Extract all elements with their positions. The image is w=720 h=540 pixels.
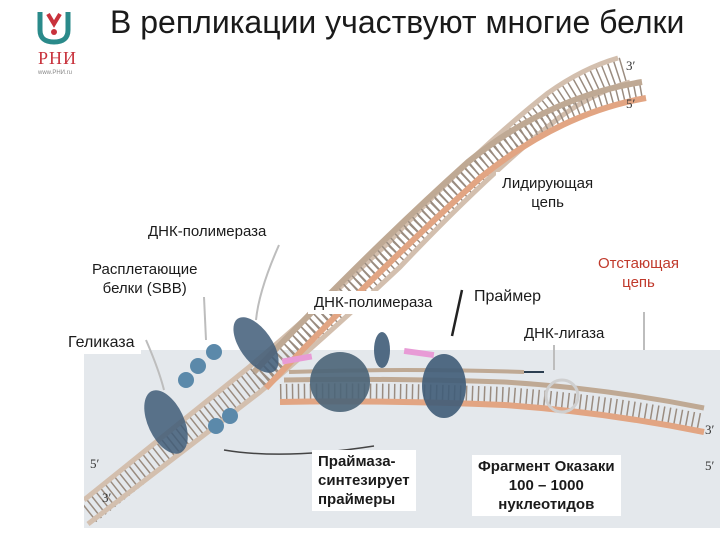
label-lagging-strand: Отстающая цепь <box>592 252 685 294</box>
logo-text: РНИ <box>38 48 78 68</box>
dna-ligase <box>544 378 580 414</box>
arrow-pol-top <box>255 244 280 321</box>
primer-2 <box>403 347 435 359</box>
end-left-5: 5′ <box>90 456 100 471</box>
end-top-5: 5′ <box>626 96 636 111</box>
dna-polymerase-leading <box>233 317 279 373</box>
label-primase: Праймаза- синтезирует праймеры <box>312 450 416 511</box>
label-helicase: Геликаза <box>62 331 141 354</box>
label-leading-strand: Лидирующая цепь <box>496 172 600 214</box>
end-top-3: 3′ <box>626 58 636 73</box>
label-dna-polymerase-mid: ДНК-полимераза <box>308 291 439 314</box>
end-left-3: 3′ <box>102 490 112 505</box>
helicase-ring <box>144 390 188 454</box>
arrow-primer <box>450 289 464 337</box>
label-dna-ligase: ДНК-лигаза <box>518 322 611 345</box>
primer-segments <box>281 347 435 365</box>
dna-polymerase-lagging <box>310 352 466 418</box>
end-right-3: 3′ <box>705 422 715 437</box>
primer-1 <box>281 353 313 365</box>
logo-emblem-icon <box>37 12 71 45</box>
arrow-primase <box>223 445 375 455</box>
ssb-proteins <box>178 344 238 434</box>
label-okazaki-fragment: Фрагмент Оказаки 100 – 1000 нуклеотидов <box>472 455 621 516</box>
pointer-arrows <box>145 244 645 455</box>
label-dna-polymerase-top: ДНК-полимераза <box>142 220 273 243</box>
slide-title: В репликации участвуют многие белки <box>110 4 685 40</box>
logo-site: www.РНИ.ru <box>38 70 72 76</box>
label-ssb: Расплетающие белки (SBB) <box>86 258 204 300</box>
label-primer: Праймер <box>468 285 548 308</box>
logo: РНИ www.РНИ.ru <box>34 8 94 78</box>
end-right-5: 5′ <box>705 458 715 473</box>
arrow-helicase <box>145 339 165 391</box>
primase <box>374 332 390 368</box>
helicase-group <box>144 390 188 454</box>
arrow-ssb <box>203 296 207 341</box>
